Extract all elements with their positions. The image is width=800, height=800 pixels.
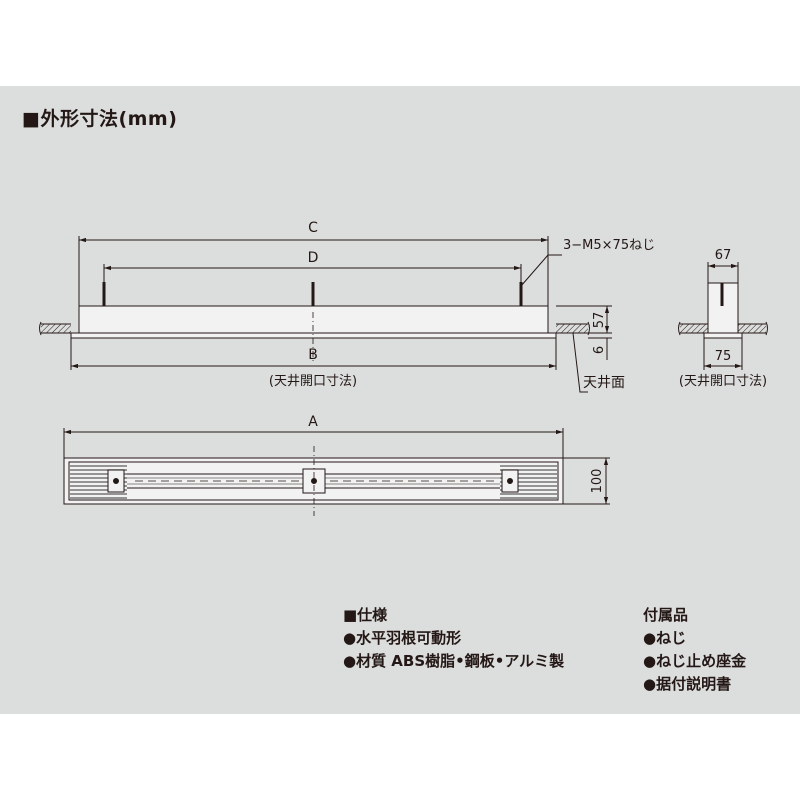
front-view-labels: C D B (天井開口寸法) 3−M5×75ねじ 天井面 57 6 <box>269 220 655 391</box>
side-break-right <box>765 321 768 336</box>
label-67: 67 <box>715 248 732 263</box>
opening-label-side: (天井開口寸法) <box>679 374 767 389</box>
side-ceiling-hatch-left <box>680 324 708 333</box>
label-b: B <box>308 347 318 363</box>
label-c: C <box>308 220 318 236</box>
spec-item-1: ●水平羽根可動形 <box>343 629 462 647</box>
label-57: 57 <box>592 312 607 329</box>
accessory-item-1: ●ねじ <box>643 629 687 647</box>
label-6: 6 <box>592 346 607 354</box>
front-flange <box>70 332 557 339</box>
label-a: A <box>308 414 318 430</box>
side-flange <box>703 332 743 339</box>
screw-hole-left <box>113 478 119 484</box>
side-ceiling-hatch-right <box>738 324 766 333</box>
opening-label-front: (天井開口寸法) <box>269 374 357 389</box>
plan-inner-frame <box>68 461 559 501</box>
accessories-block: 付属品 ●ねじ ●ねじ止め座金 ●据付説明書 <box>643 604 746 696</box>
drawing-panel <box>0 86 800 714</box>
break-left <box>39 321 42 336</box>
spec-item-2: ●材質 ABS樹脂•鋼板•アルミ製 <box>343 652 565 670</box>
accessory-item-3: ●据付説明書 <box>643 675 732 693</box>
label-75: 75 <box>715 349 732 364</box>
front-view <box>39 236 612 393</box>
ceiling-hatch-right <box>556 324 588 333</box>
spec-title: ■仕様 <box>343 606 388 624</box>
plan-view-labels: A 100 <box>308 414 605 493</box>
side-view <box>678 262 768 370</box>
side-view-labels: 67 75 (天井開口寸法) <box>679 248 767 389</box>
plan-view <box>63 428 610 516</box>
spec-block: ■仕様 ●水平羽根可動形 ●材質 ABS樹脂•鋼板•アルミ製 <box>343 604 564 673</box>
label-100: 100 <box>590 469 605 494</box>
side-break-left <box>678 321 681 336</box>
ceiling-face-label: 天井面 <box>583 375 625 391</box>
accessory-item-2: ●ねじ止め座金 <box>643 652 747 670</box>
label-d: D <box>308 250 319 266</box>
leader-screw <box>520 254 562 287</box>
front-body <box>78 305 549 334</box>
screw-hole-right <box>507 478 513 484</box>
leader-ceiling-face <box>572 332 588 393</box>
break-right <box>587 321 590 336</box>
dimensions-heading: ■外形寸法(mm) <box>22 108 178 130</box>
screw-label: 3−M5×75ねじ <box>563 238 655 253</box>
ceiling-hatch-left <box>41 324 71 333</box>
accessories-title: 付属品 <box>643 606 689 624</box>
